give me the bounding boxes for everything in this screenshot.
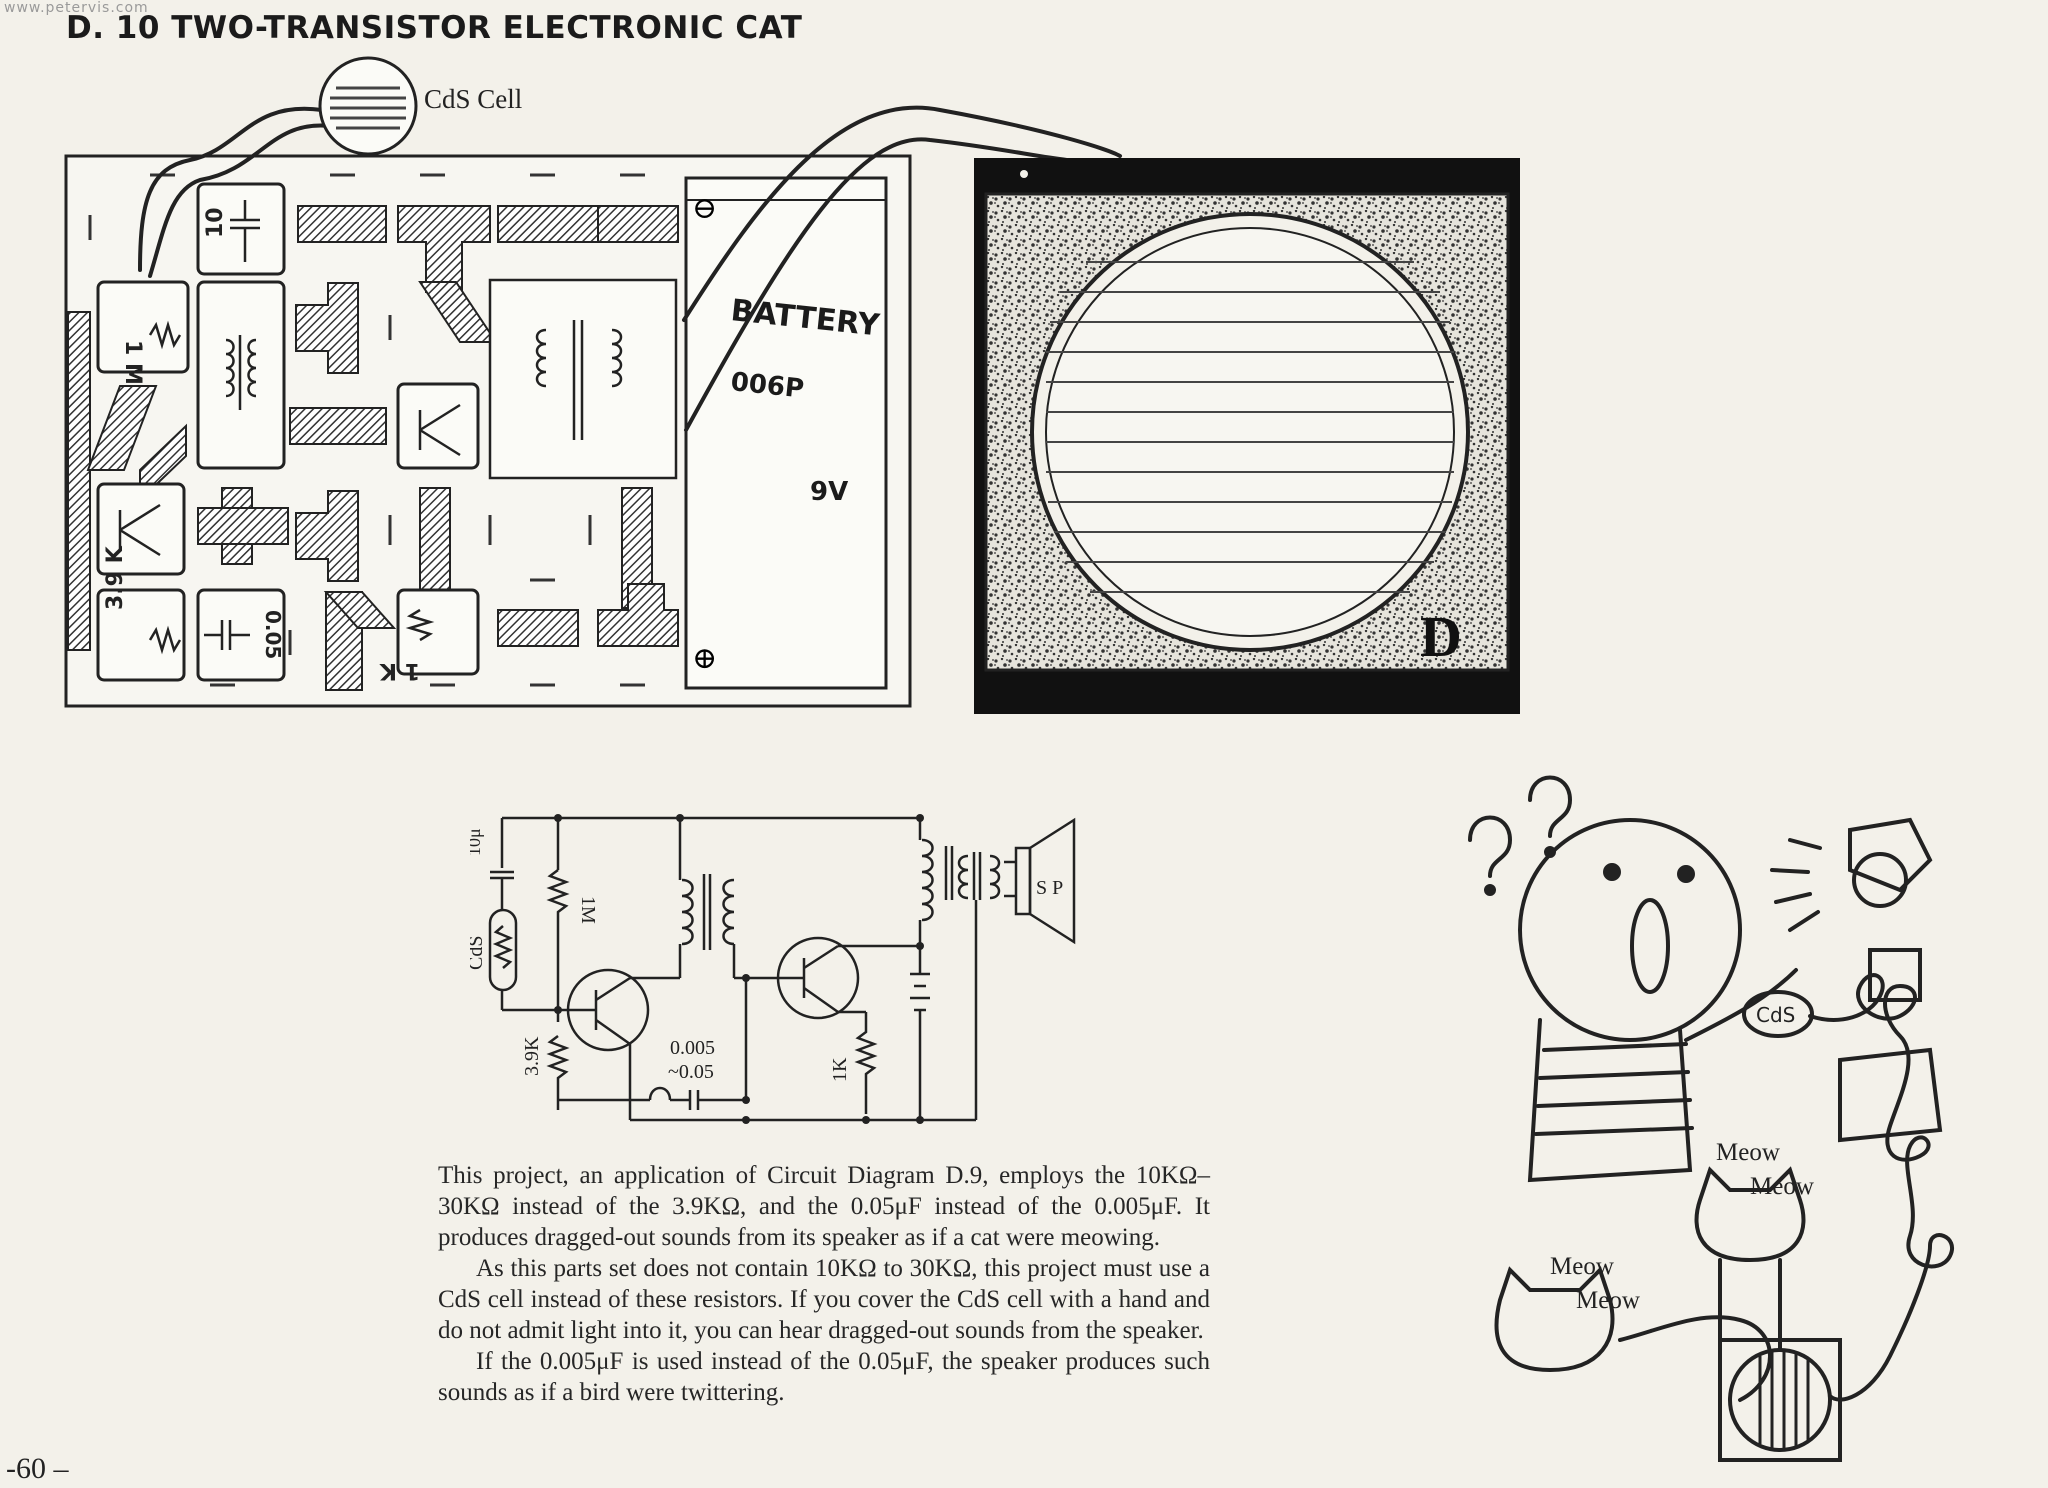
page-title: D. 10 TWO-TRANSISTOR ELECTRONIC CAT — [66, 10, 803, 46]
battery-voltage: 9V — [810, 477, 848, 507]
resistor-3-9k-label: 3.9 K — [103, 545, 128, 610]
cds-badge: CdS — [1756, 1003, 1795, 1027]
resistor-1m-label: 1 M — [120, 340, 145, 385]
sch-r-1m: 1M — [577, 896, 599, 924]
cds-cell-label: CdS Cell — [424, 84, 523, 114]
cartoon-illustration: CdS Meow Meow Meow Meow — [1468, 775, 1954, 1462]
cap-10-label: 10 — [203, 207, 228, 238]
body-text: This project, an application of Circuit … — [438, 1160, 1210, 1408]
sch-r-1k: 1K — [829, 1057, 851, 1082]
meow-a2: Meow — [1750, 1173, 1814, 1200]
sch-r-3-9k: 3.9K — [521, 1036, 543, 1076]
speaker: D — [974, 158, 1520, 714]
speaker-logo: D — [1420, 604, 1462, 669]
meow-a1: Meow — [1716, 1139, 1780, 1166]
paragraph-3: If the 0.005μF is used instead of the 0.… — [438, 1348, 1210, 1406]
cap-005-label: 0.05 — [261, 610, 285, 659]
watermark: www.petervis.com — [4, 0, 149, 16]
battery-plus: ⊕ — [692, 642, 717, 675]
battery-minus: ⊖ — [692, 192, 717, 225]
resistor-1k-label: 1 K — [379, 658, 420, 683]
page-number: -60 – — [6, 1452, 69, 1485]
meow-b1: Meow — [1550, 1253, 1614, 1280]
paragraph-2: As this parts set does not contain 10KΩ … — [438, 1255, 1210, 1344]
layout-diagram: 10 1 M 3.9 K 0.05 1 K ⊖ ⊕ BATTERY 006P 9… — [64, 56, 1520, 714]
sch-cap-range-b: ~0.05 — [668, 1061, 714, 1083]
sch-cap-range-a: 0.005 — [670, 1037, 715, 1059]
paragraph-1: This project, an application of Circuit … — [438, 1162, 1210, 1251]
circuit-schematic: 10μ CdS 1M 3.9K 0.005 ~0.05 1K S P — [470, 814, 1076, 1124]
meow-b2: Meow — [1576, 1287, 1640, 1314]
sch-cds: CdS — [470, 936, 487, 970]
battery — [684, 176, 888, 690]
sch-cap-value: 10μ — [470, 828, 484, 856]
sch-speaker: S P — [1036, 877, 1063, 899]
